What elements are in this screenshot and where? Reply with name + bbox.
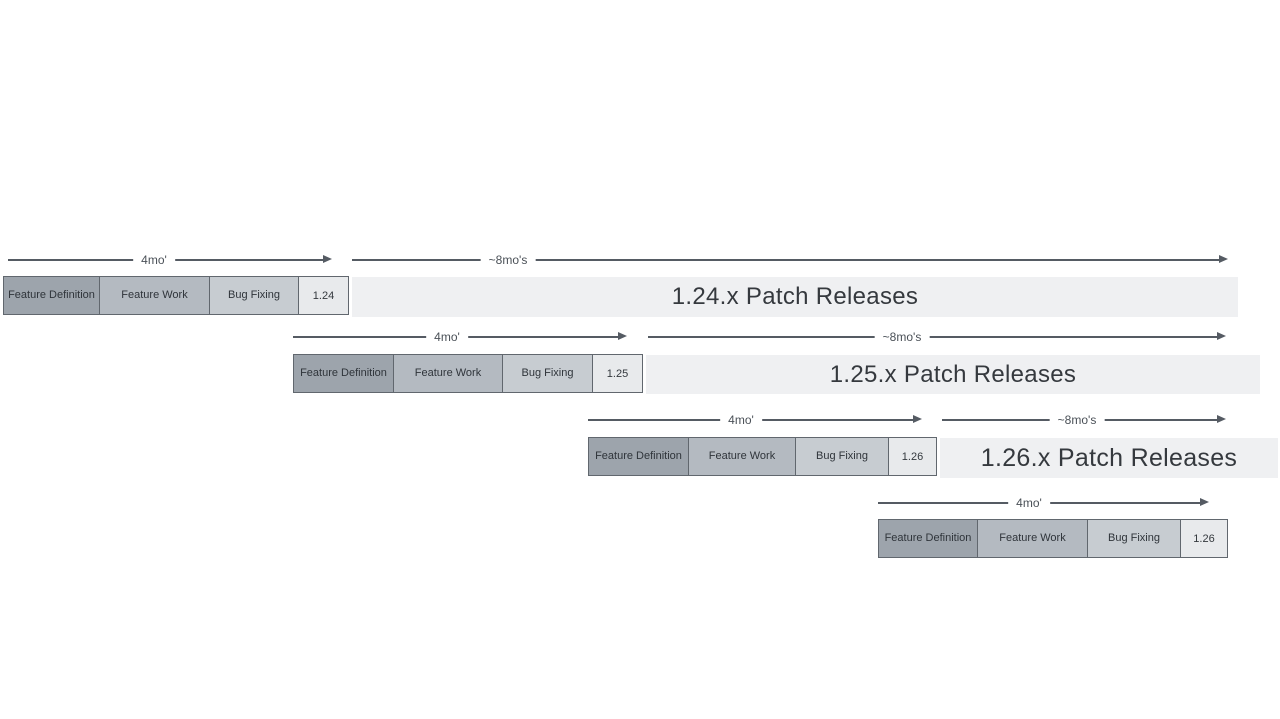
patch-duration-arrow-1.24: ~8mo's: [352, 252, 1228, 269]
phase-bug-fixing: Bug Fixing: [210, 277, 299, 314]
arrow-head-icon: [1200, 498, 1209, 507]
dev-duration-arrow-1.26: 4mo': [588, 412, 922, 429]
phase-bug-fixing: Bug Fixing: [796, 438, 889, 475]
version-box: 1.25: [593, 355, 642, 392]
arrow-line: [648, 336, 1219, 338]
patch-duration-arrow-1.25: ~8mo's: [648, 329, 1226, 346]
phase-feature-work: Feature Work: [689, 438, 796, 475]
version-box: 1.26: [889, 438, 936, 475]
phase-feature-definition: Feature Definition: [879, 520, 978, 557]
phase-bug-fixing: Bug Fixing: [1088, 520, 1181, 557]
phase-feature-work: Feature Work: [100, 277, 210, 314]
dev-duration-label: 4mo': [133, 252, 175, 268]
arrow-line: [352, 259, 1221, 261]
release-cycle-row-next: Feature Definition Feature Work Bug Fixi…: [878, 519, 1228, 558]
arrow-head-icon: [1217, 332, 1226, 341]
patch-releases-bar-1.25: 1.25.x Patch Releases: [646, 355, 1260, 394]
phase-feature-definition: Feature Definition: [589, 438, 689, 475]
dev-duration-label: 4mo': [1008, 495, 1050, 511]
phase-bug-fixing: Bug Fixing: [503, 355, 593, 392]
dev-duration-label: 4mo': [426, 329, 468, 345]
version-box: 1.26: [1181, 520, 1227, 557]
phase-feature-work: Feature Work: [394, 355, 503, 392]
dev-duration-arrow-1.24: 4mo': [8, 252, 332, 269]
arrow-head-icon: [913, 415, 922, 424]
arrow-head-icon: [1217, 415, 1226, 424]
dev-duration-label: 4mo': [720, 412, 762, 428]
patch-duration-label: ~8mo's: [480, 252, 536, 268]
patch-duration-label: ~8mo's: [874, 329, 930, 345]
arrow-head-icon: [323, 255, 332, 264]
patch-releases-bar-1.24: 1.24.x Patch Releases: [352, 277, 1238, 317]
version-box: 1.24: [299, 277, 348, 314]
phase-feature-definition: Feature Definition: [4, 277, 100, 314]
dev-duration-arrow-1.25: 4mo': [293, 329, 627, 346]
patch-duration-arrow-1.26: ~8mo's: [942, 412, 1226, 429]
arrow-head-icon: [618, 332, 627, 341]
phase-feature-work: Feature Work: [978, 520, 1088, 557]
phase-feature-definition: Feature Definition: [294, 355, 394, 392]
release-cycle-row-1.25: Feature Definition Feature Work Bug Fixi…: [293, 354, 643, 393]
patch-releases-bar-1.26: 1.26.x Patch Releases: [940, 438, 1278, 478]
patch-duration-label: ~8mo's: [1049, 412, 1105, 428]
arrow-head-icon: [1219, 255, 1228, 264]
dev-duration-arrow-next: 4mo': [878, 495, 1209, 512]
release-cycle-row-1.26: Feature Definition Feature Work Bug Fixi…: [588, 437, 937, 476]
release-cycle-row-1.24: Feature Definition Feature Work Bug Fixi…: [3, 276, 349, 315]
